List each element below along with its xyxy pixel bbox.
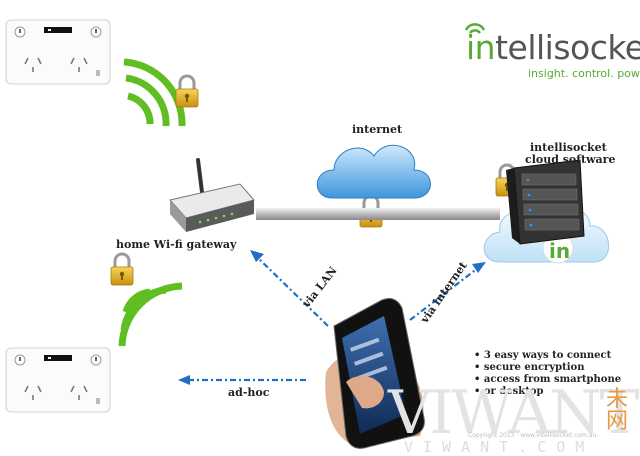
wifi-waves-icon — [118, 282, 183, 347]
adhoc-label: ad-hoc — [228, 386, 270, 399]
arrow-head-icon — [472, 262, 486, 273]
gateway-label: home Wi-fi gateway — [116, 238, 237, 251]
copyright-text: Copyright 2013 · www.intellisocket.com.a… — [468, 432, 597, 439]
list-item: access from smartphone — [474, 374, 621, 386]
watermark-char: 网 — [606, 409, 629, 434]
brand-tagline: insight. control. power. — [528, 67, 640, 80]
smartphone-icon — [333, 297, 425, 449]
padlock-icon — [109, 252, 135, 287]
router-icon — [169, 158, 255, 232]
padlock-icon — [174, 74, 200, 109]
cloud-icon — [316, 144, 431, 199]
socket-outlet-icon — [5, 347, 111, 413]
internet-label: internet — [352, 123, 403, 136]
watermark-text: VIWANT — [388, 378, 640, 448]
connection-arrows — [186, 257, 479, 382]
list-item: secure encryption — [474, 362, 621, 374]
list-item: 3 easy ways to connect — [474, 350, 621, 362]
cloud-software-label-line2: cloud software — [525, 153, 616, 166]
brand-name: intellisocket — [466, 28, 640, 67]
arrow-head-icon — [178, 375, 190, 385]
svg-text:in: in — [549, 239, 570, 263]
wifi-signal-icon — [464, 23, 486, 34]
arrow-head-icon — [250, 250, 264, 262]
feature-list: 3 easy ways to connect secure encryption… — [474, 350, 621, 398]
socket-outlet-icon — [5, 19, 111, 85]
watermark-url: VIWANT.COM — [404, 438, 595, 456]
internet-pipe — [256, 208, 500, 220]
list-item: or desktop — [474, 386, 621, 398]
watermark-char: 未 — [606, 387, 629, 412]
cloud-software-label-line1: intellisocket — [530, 141, 607, 154]
server-rack-icon — [506, 159, 585, 245]
wifi-waves-icon — [123, 58, 186, 127]
